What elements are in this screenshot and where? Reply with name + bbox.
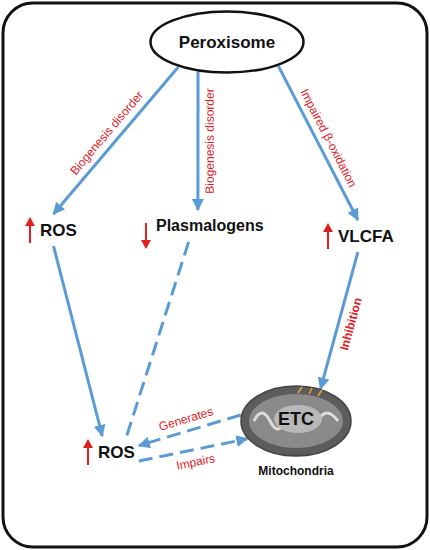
- node-text: Plasmalogens: [156, 216, 264, 236]
- edge-label: Impairs: [175, 451, 216, 473]
- membrane-mark: [318, 390, 322, 396]
- plasmalogen-label: Plasmalogens: [136, 210, 268, 242]
- membrane-mark: [309, 388, 312, 394]
- red-trend-arrow: [140, 222, 152, 250]
- trend-head: [83, 439, 93, 448]
- vlcfa-label: VLCFA: [318, 220, 398, 252]
- trend-shaft: [87, 446, 89, 465]
- node-title: Peroxisome: [179, 32, 275, 53]
- red-trend-arrow: [322, 222, 334, 250]
- outer-membrane: [241, 386, 351, 456]
- edge-label: Biogenesis disorder: [67, 88, 146, 177]
- organelle-name: Mitochondria: [240, 463, 352, 479]
- connector-arrow: [196, 72, 199, 210]
- connector-arrow: [54, 246, 103, 436]
- connector-arrow: [278, 66, 358, 220]
- edge-label: Impaired β-oxidation: [298, 86, 360, 189]
- etc-label: ETC: [240, 408, 352, 430]
- node-text: ROS: [40, 220, 77, 241]
- organelle-ellipse: Peroxisome: [149, 10, 305, 74]
- trend-head: [323, 223, 333, 232]
- edge-label: Inhibition: [337, 296, 365, 352]
- trend-shaft: [29, 224, 31, 243]
- trend-head: [25, 217, 35, 226]
- red-trend-arrow: [82, 438, 94, 466]
- mitochondria-shape: ETCMitochondria: [240, 385, 352, 457]
- edge-label: Biogenesis disorder: [203, 88, 217, 193]
- connector-arrow: [54, 67, 179, 214]
- frame-border: [3, 3, 427, 547]
- connector-arrow: [127, 242, 189, 436]
- trend-shaft: [327, 230, 329, 249]
- red-trend-arrow: [24, 216, 36, 244]
- edge-label: Generates: [158, 404, 216, 434]
- node-text: VLCFA: [338, 226, 394, 247]
- membrane-mark: [298, 387, 302, 393]
- trend-shaft: [145, 223, 147, 242]
- trend-head: [141, 240, 151, 249]
- ros-label: ROS: [20, 214, 81, 246]
- node-text: ROS: [98, 442, 135, 463]
- ellipse-border: [151, 12, 304, 73]
- ros-label: ROS: [78, 436, 139, 468]
